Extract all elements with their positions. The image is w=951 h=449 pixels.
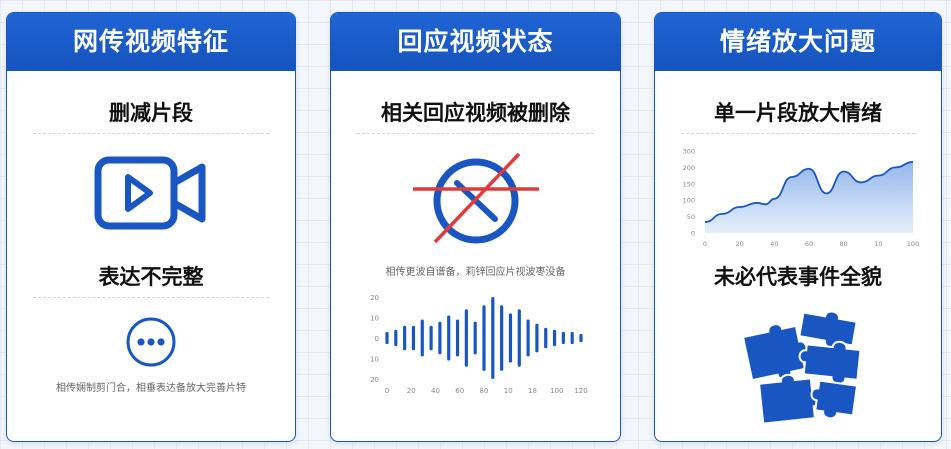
divider — [681, 133, 915, 134]
item-label-not-full-picture: 未必代表事件全貌 — [714, 265, 882, 289]
wave-bar — [411, 325, 416, 351]
wave-bar — [491, 297, 495, 379]
y-tick-label: 20 — [370, 376, 379, 384]
x-tick-label: 10 — [874, 240, 882, 248]
divider — [357, 133, 594, 134]
x-tick-label: 120 — [574, 387, 587, 395]
wave-bar — [482, 305, 486, 371]
area-line — [704, 161, 914, 223]
wave-bar — [579, 333, 583, 343]
puzzle-icon — [743, 310, 862, 425]
x-tick-label: 60 — [805, 240, 813, 248]
wave-bar — [403, 325, 407, 351]
caption: 相传娴制剪门合，相垂表达备放大完善片特 — [56, 383, 246, 394]
wave-bar — [420, 319, 424, 357]
wave-bar — [508, 313, 513, 363]
item-label-clipped-segments: 删减片段 — [109, 101, 193, 125]
y-tick-label: 150 — [683, 180, 695, 188]
area-fill — [705, 161, 913, 233]
x-tick-label: 20 — [736, 240, 744, 248]
wave-bar — [570, 331, 574, 345]
divider — [33, 133, 269, 134]
x-tick-label: 40 — [770, 240, 778, 248]
wave-bar — [526, 319, 530, 357]
item-label-incomplete-expression: 表达不完整 — [98, 265, 204, 289]
card-video-features: 网传视频特征 删减片段 表达不完整 相传娴制剪门合，相垂表达备放大完善片特 — [6, 12, 296, 442]
x-tick-label: 100 — [907, 240, 919, 248]
y-tick-label: 0 — [375, 335, 379, 343]
caption: 相传更波自谱备，莉锌回应片视波枣没备 — [385, 267, 566, 278]
x-tick-label: 0 — [385, 387, 389, 395]
card-emotion-amplification: 情绪放大问题 单一片段放大情绪 0 50 100 150 200 300 0 20 40 60 8… — [654, 12, 942, 442]
area-chart: 0 50 100 150 200 300 0 20 40 60 80 10 100 — [683, 148, 920, 249]
wave-bar — [473, 321, 477, 355]
wave-bar — [455, 319, 460, 357]
wave-bar — [552, 329, 557, 347]
wave-bar — [394, 329, 398, 347]
card-response-status: 回应视频状态 相关回应视频被删除 相传更波自谱备，莉锌回应片视波枣没备 20 10… — [330, 12, 621, 442]
wave-bar — [544, 327, 548, 349]
wave-bar — [500, 305, 504, 371]
y-tick-label: 100 — [683, 197, 695, 205]
wave-bar — [438, 321, 442, 355]
wave-bar — [464, 309, 468, 367]
x-tick-label: 40 — [431, 387, 440, 395]
item-label-single-clip-amplifies: 单一片段放大情绪 — [714, 101, 882, 125]
x-tick-label: 60 — [455, 387, 464, 395]
x-tick-label: 100 — [550, 387, 563, 395]
x-tick-label: 80 — [840, 240, 848, 248]
card-title: 情绪放大问题 — [655, 13, 941, 71]
card-title: 回应视频状态 — [331, 13, 620, 71]
y-tick-label: 10 — [370, 356, 379, 364]
no-entry-icon — [413, 152, 539, 244]
wave-bar — [535, 323, 539, 353]
divider — [33, 297, 269, 298]
item-label-video-deleted: 相关回应视频被删除 — [381, 101, 570, 125]
wave-bar — [561, 331, 565, 345]
y-tick-label: 200 — [683, 164, 695, 172]
y-tick-label: 50 — [687, 213, 695, 221]
y-tick-label: 300 — [683, 148, 695, 156]
x-tick-label: 20 — [407, 387, 416, 395]
card-title: 网传视频特征 — [7, 13, 295, 71]
x-tick-label: 0 — [703, 240, 707, 248]
y-tick-label: 20 — [370, 294, 379, 302]
wave-bar — [429, 325, 433, 351]
x-tick-label: 18 — [528, 387, 537, 395]
video-camera-icon — [94, 156, 206, 230]
wave-bar — [385, 331, 389, 345]
x-tick-label: 80 — [480, 387, 489, 395]
y-tick-label: 10 — [370, 315, 379, 323]
wave-bar — [447, 315, 451, 361]
wave-bar — [517, 309, 521, 367]
more-dots-icon — [126, 317, 176, 367]
y-tick-label: 0 — [691, 230, 695, 238]
x-tick-label: 10 — [504, 387, 513, 395]
